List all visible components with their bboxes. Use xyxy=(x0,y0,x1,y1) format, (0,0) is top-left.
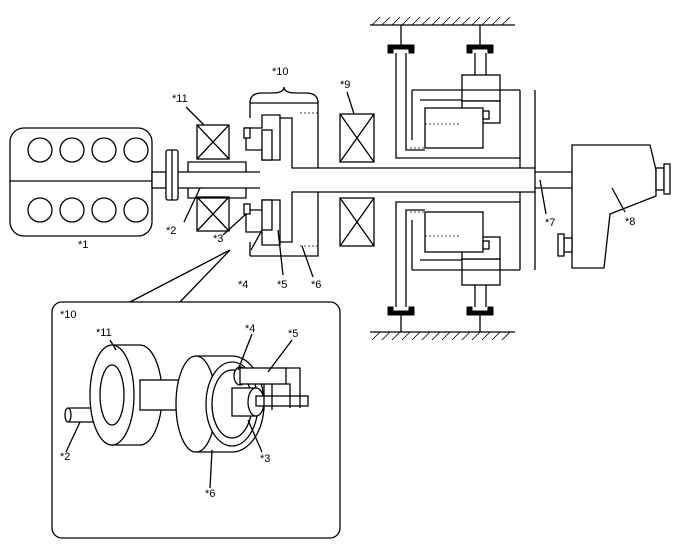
ground-top xyxy=(370,16,515,26)
label-engine: *1 xyxy=(78,239,88,251)
label-input-shaft: *2 xyxy=(166,225,176,237)
label-ring-gear: *6 xyxy=(311,279,321,291)
inset-label-pinion: *5 xyxy=(288,328,298,340)
differential xyxy=(557,144,671,269)
label-planetary-carrier: *4 xyxy=(238,279,248,291)
label-pinion: *5 xyxy=(277,279,287,291)
label-planetary-gear-unit: *10 xyxy=(272,66,289,78)
label-differential: *8 xyxy=(625,216,635,228)
main-labels: *1 *11 *10 *9 *2 *3 *4 *5 *6 *7 *8 xyxy=(78,66,635,291)
inset-label-input-shaft: *2 xyxy=(60,451,70,463)
label-generator-motor: *9 xyxy=(340,79,350,91)
label-sun-gear: *3 xyxy=(213,233,223,245)
callout-pointer xyxy=(129,249,231,303)
leader-lines xyxy=(183,91,626,278)
inset-label-planetary-carrier: *4 xyxy=(245,323,255,335)
motor-stator xyxy=(339,113,375,247)
engine-block xyxy=(9,127,153,237)
inset-label-sun-gear: *3 xyxy=(260,453,270,465)
inset-detail: *10 *11 *4 *5 *2 *3 *6 xyxy=(51,301,341,539)
input-shaft xyxy=(151,149,260,201)
label-generator: *11 xyxy=(172,93,188,105)
label-output-shaft: *7 xyxy=(545,217,555,229)
reduction-gear-lower xyxy=(387,201,520,332)
inset-label-generator: *11 xyxy=(96,327,112,339)
main-shaft xyxy=(318,90,572,270)
generator-stator xyxy=(187,124,247,232)
inset-label-ring-gear: *6 xyxy=(205,488,215,500)
reduction-gear-upper xyxy=(387,25,520,159)
planetary-gear-unit xyxy=(243,86,319,257)
inset-title: *10 xyxy=(60,309,77,321)
ground-bottom xyxy=(370,331,515,341)
